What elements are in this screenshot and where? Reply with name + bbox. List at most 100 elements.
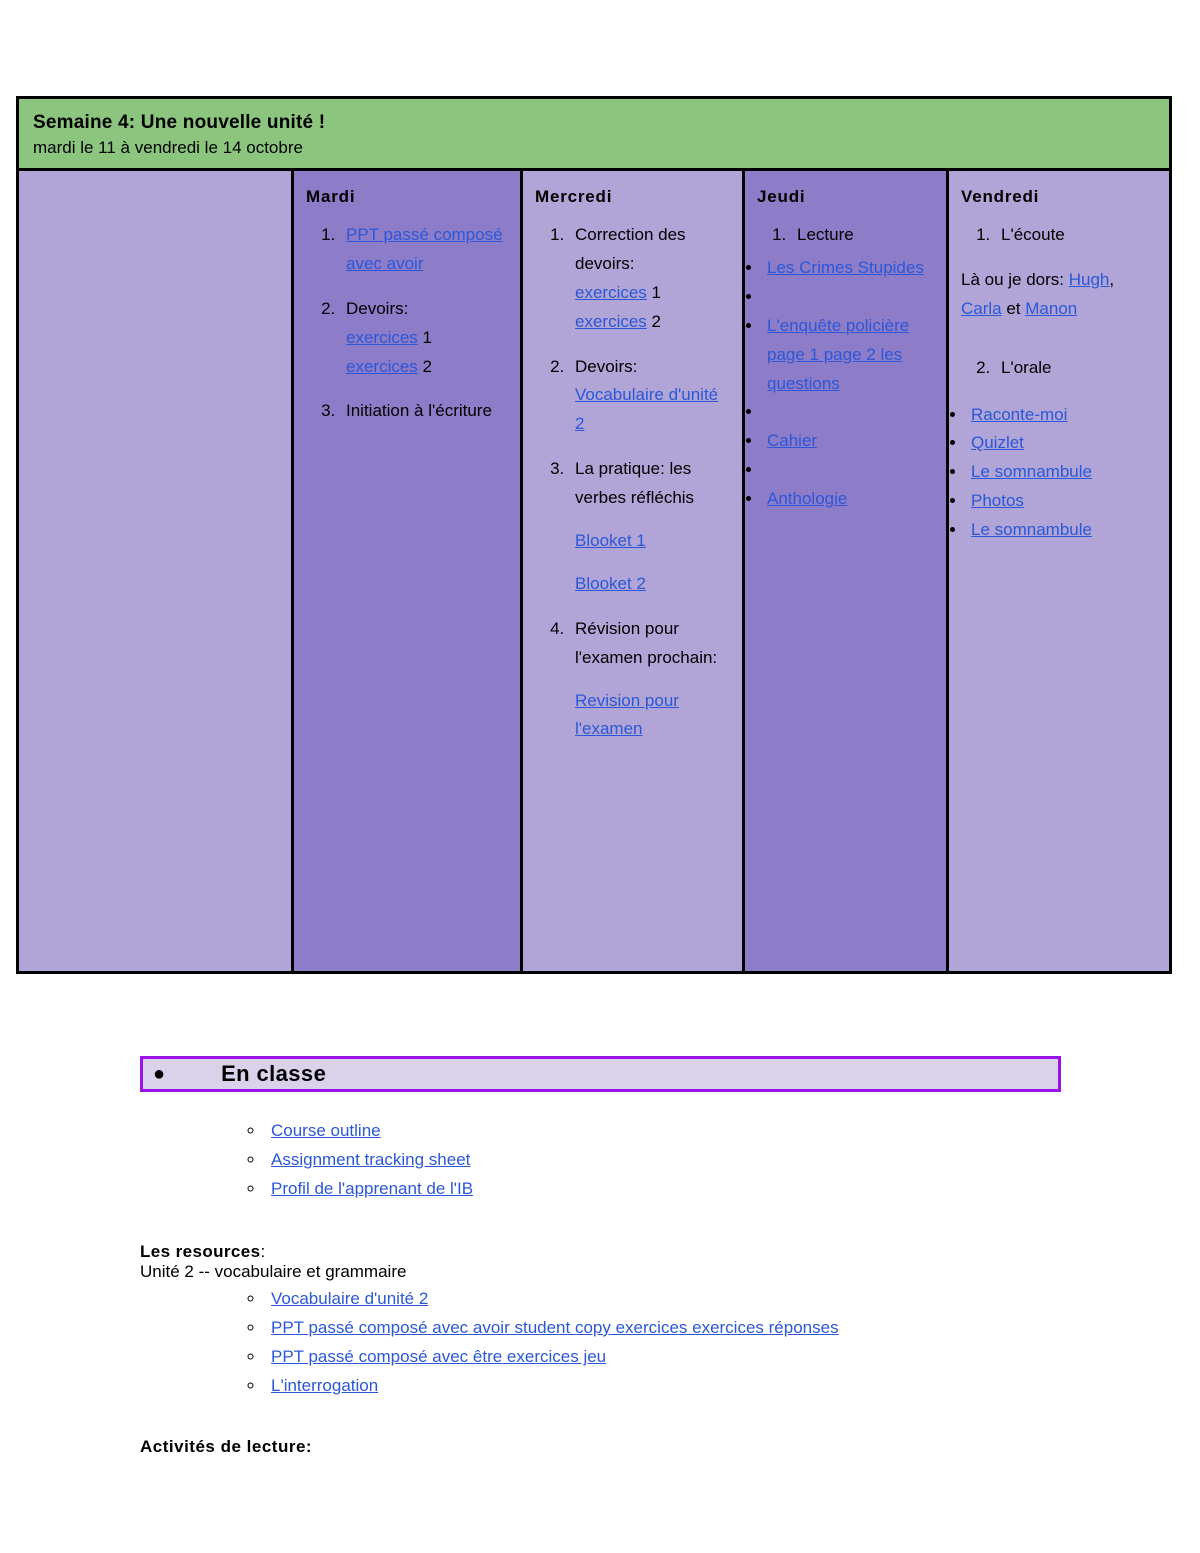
list-item: Devoirs: exercices 1 exercices 2 [340, 295, 508, 382]
column-mercredi: Mercredi Correction des devoirs: exercic… [520, 171, 742, 971]
link-blooket-1[interactable]: Blooket 1 [575, 531, 646, 551]
link-carla[interactable]: Carla [961, 298, 1002, 318]
link-photos[interactable]: Photos [971, 491, 1024, 511]
list-item: Révision pour l'examen prochain: Revisio… [569, 615, 730, 745]
week-schedule-table: Semaine 4: Une nouvelle unité ! mardi le… [16, 96, 1172, 974]
list-item: Lecture [791, 221, 934, 250]
link-hugh[interactable]: Hugh [1068, 269, 1110, 289]
mardi-exercices-2-num: 2 [422, 356, 433, 376]
link-raconte-moi[interactable]: Raconte-moi [971, 404, 1068, 424]
list-item: Vocabulaire d'unité 2 [265, 1284, 1070, 1313]
list-item-empty [763, 456, 934, 485]
vendredi-la-ou-je-dors-line: Là ou je dors: Hugh, Carla et Manon [961, 266, 1153, 324]
list-item: Course outline [265, 1116, 1070, 1145]
resources-subline: Unité 2 -- vocabulaire et grammaire [140, 1261, 407, 1281]
column-jeudi: Jeudi Lecture Les Crimes Stupides L'enqu… [742, 171, 946, 971]
list-item: Raconte-moi [967, 401, 1153, 430]
resources-heading-colon: : [260, 1241, 266, 1261]
list-item: L'orale [995, 354, 1153, 383]
mardi-list: PPT passé composé avec avoir Devoirs: ex… [306, 221, 508, 426]
mercredi-revision-label: Révision pour l'examen prochain: [575, 618, 718, 667]
link-le-somnambule-1[interactable]: Le somnambule [971, 462, 1092, 482]
list-item-empty [763, 283, 934, 312]
vendredi-list-1: L'écoute [961, 221, 1153, 250]
link-exercices-1[interactable]: exercices [346, 327, 418, 347]
week-columns: Mardi PPT passé composé avec avoir Devoi… [19, 171, 1169, 971]
list-item: Initiation à l'écriture [340, 397, 508, 426]
list-item: Anthologie [763, 485, 934, 514]
mardi-initiation-label: Initiation à l'écriture [346, 401, 492, 421]
week-header: Semaine 4: Une nouvelle unité ! mardi le… [19, 99, 1169, 171]
list-item: PPT passé composé avec être exercices je… [265, 1342, 1070, 1371]
link-enquete-policiere[interactable]: L'enquête policière page 1 page 2 les qu… [767, 315, 910, 393]
list-item: PPT passé composé avec avoir [340, 221, 508, 279]
link-cahier[interactable]: Cahier [767, 431, 818, 451]
mardi-exercices-1-num: 1 [422, 327, 433, 347]
link-les-crimes-stupides[interactable]: Les Crimes Stupides [767, 257, 924, 277]
link-ppt-avoir-student-copy[interactable]: PPT passé composé avec avoir student cop… [271, 1317, 839, 1337]
vendredi-bullets: Raconte-moi Quizlet Le somnambule Photos… [947, 401, 1153, 545]
mercredi-exercices-1-num: 1 [651, 282, 662, 302]
link-exercices-1[interactable]: exercices [575, 282, 647, 302]
link-profil-apprenant-ib[interactable]: Profil de l'apprenant de l'IB [271, 1179, 474, 1199]
resources-links: Vocabulaire d'unité 2 PPT passé composé … [140, 1284, 1070, 1401]
resources-heading-text: Les resources [140, 1241, 261, 1261]
vendredi-orale-label: L'orale [1001, 357, 1052, 377]
link-ppt-etre-exercices-jeu[interactable]: PPT passé composé avec être exercices je… [271, 1347, 607, 1367]
list-item: PPT passé composé avec avoir student cop… [265, 1313, 1070, 1342]
jeudi-lecture-label: Lecture [797, 225, 854, 244]
link-vocabulaire-unite-2[interactable]: Vocabulaire d'unité 2 [271, 1288, 429, 1308]
vendredi-line-sep-2: et [1001, 298, 1026, 318]
link-ppt-passe-compose-avoir[interactable]: PPT passé composé avec avoir [346, 225, 503, 273]
en-classe-links: Course outline Assignment tracking sheet… [140, 1116, 1070, 1204]
day-name-jeudi: Jeudi [757, 187, 806, 206]
link-interrogation[interactable]: L'interrogation [271, 1376, 379, 1396]
vendredi-line-sep-1: , [1109, 269, 1115, 289]
vendredi-list-2: L'orale [961, 354, 1153, 383]
activites-de-lecture-heading: Activités de lecture: [140, 1436, 313, 1456]
list-item-empty [763, 398, 934, 427]
en-classe-banner: ● En classe [140, 1056, 1061, 1092]
list-item: Assignment tracking sheet [265, 1145, 1070, 1174]
link-blooket-2[interactable]: Blooket 2 [575, 573, 646, 593]
list-item: Quizlet [967, 429, 1153, 458]
link-le-somnambule-2[interactable]: Le somnambule [971, 520, 1092, 540]
week-subtitle: mardi le 11 à vendredi le 14 octobre [33, 137, 303, 157]
column-empty [19, 171, 291, 971]
list-item: Les Crimes Stupides [763, 254, 934, 283]
link-manon[interactable]: Manon [1025, 298, 1078, 318]
list-item: Le somnambule [967, 458, 1153, 487]
column-mardi: Mardi PPT passé composé avec avoir Devoi… [291, 171, 520, 971]
list-item: L'enquête policière page 1 page 2 les qu… [763, 312, 934, 399]
link-exercices-2[interactable]: exercices [346, 356, 418, 376]
jeudi-bullets: Les Crimes Stupides L'enquête policière … [743, 254, 934, 514]
mardi-devoirs-label: Devoirs: [346, 298, 409, 318]
week-title: Semaine 4: Une nouvelle unité ! [33, 112, 326, 133]
link-vocabulaire-unite-2[interactable]: Vocabulaire d'unité 2 [575, 385, 719, 434]
jeudi-list: Lecture [757, 221, 934, 250]
list-item: Profil de l'apprenant de l'IB [265, 1174, 1070, 1203]
link-exercices-2[interactable]: exercices [575, 311, 647, 331]
mercredi-devoirs-label: Devoirs: [575, 356, 638, 376]
list-item: L'écoute [995, 221, 1153, 250]
resources-heading: Les resources: [140, 1242, 1070, 1262]
mercredi-list: Correction des devoirs: exercices 1 exer… [535, 221, 730, 744]
mercredi-pratique-label: La pratique: les verbes réfléchis [575, 459, 695, 508]
day-name-vendredi: Vendredi [961, 187, 1040, 206]
day-name-mercredi: Mercredi [535, 187, 613, 206]
link-course-outline[interactable]: Course outline [271, 1121, 381, 1140]
list-item: La pratique: les verbes réfléchis Blooke… [569, 455, 730, 599]
en-classe-label: En classe [221, 1061, 327, 1086]
day-name-mardi: Mardi [306, 187, 356, 206]
mercredi-exercices-2-num: 2 [651, 311, 662, 331]
list-item: Correction des devoirs: exercices 1 exer… [569, 221, 730, 337]
lower-section: ● En classe Course outline Assignment tr… [140, 1056, 1070, 1457]
link-revision-pour-examen[interactable]: Revision pour l'examen [575, 690, 679, 739]
bullet-icon: ● [153, 1063, 166, 1085]
link-quizlet[interactable]: Quizlet [971, 433, 1024, 453]
link-anthologie[interactable]: Anthologie [767, 489, 848, 509]
vendredi-line-prefix: Là ou je dors: [961, 269, 1069, 289]
list-item: Photos [967, 487, 1153, 516]
list-item: Le somnambule [967, 516, 1153, 545]
link-assignment-tracking-sheet[interactable]: Assignment tracking sheet [271, 1150, 471, 1170]
